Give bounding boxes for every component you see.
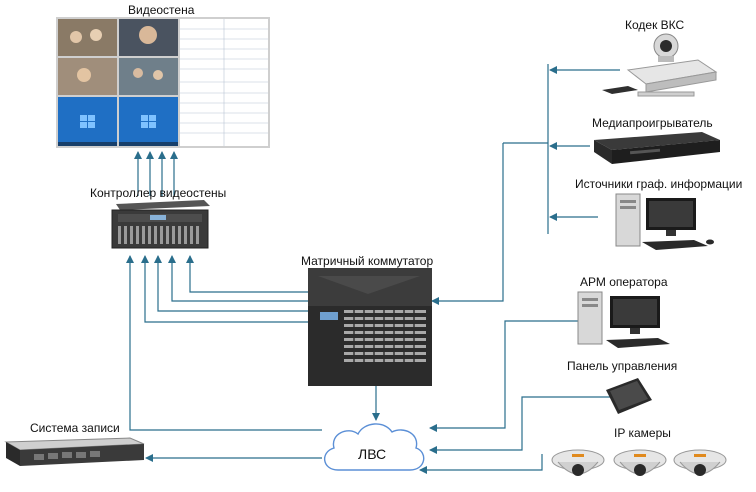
dome-camera-icon: [551, 449, 727, 476]
desktop-computer-icon: [577, 291, 670, 348]
desktop-computer-icon: [615, 193, 714, 250]
videowall-icon: [56, 17, 270, 148]
cloud-icon: [324, 423, 425, 471]
rack-server-icon: [4, 437, 145, 466]
videowall-label: Видеостена: [128, 3, 195, 17]
matrix-switch-label: Матричный коммутатор: [301, 254, 434, 268]
media-player-icon: [594, 132, 720, 164]
graphic-sources-label: Источники граф. информации: [575, 177, 743, 191]
videowall-controller-label: Контроллер видеостены: [90, 186, 227, 200]
controller-chassis-icon: [111, 200, 210, 249]
bus-to-matrix: [431, 143, 504, 305]
recording-system-label: Система записи: [30, 421, 120, 435]
touch-panel-icon: [606, 378, 652, 414]
ip-cameras-label: IP камеры: [614, 426, 671, 440]
lan-label: ЛВС: [358, 446, 387, 462]
operator-workstation-label: АРМ оператора: [580, 275, 668, 289]
matrix-switch-icon: [308, 268, 432, 386]
media-player-label: Медиапроигрыватель: [592, 116, 713, 130]
control-panel-label: Панель управления: [567, 359, 678, 373]
vks-codec-label: Кодек ВКС: [625, 18, 685, 32]
vks-codec-icon: [602, 33, 718, 97]
